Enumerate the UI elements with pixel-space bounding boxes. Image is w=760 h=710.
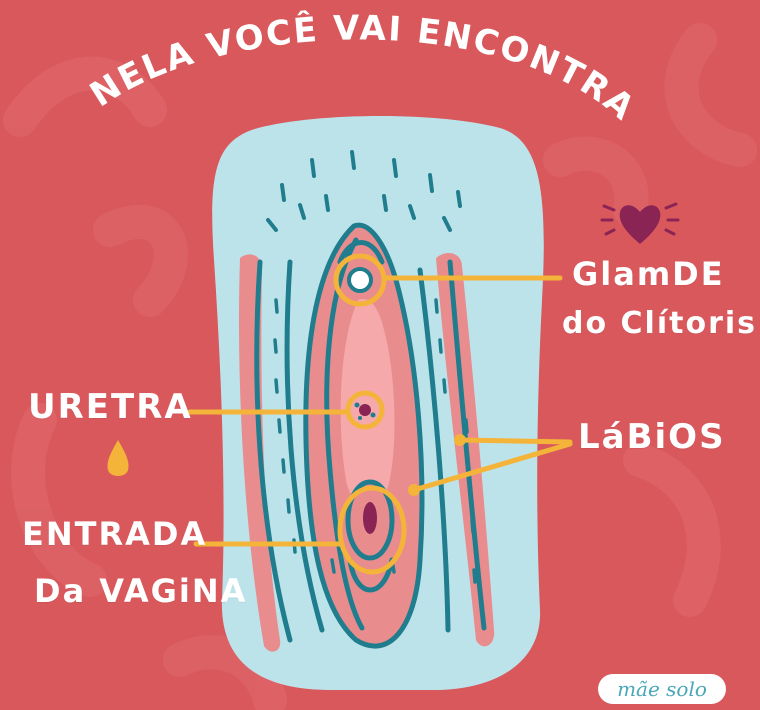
labia-pointer-dot [454, 434, 466, 446]
label-glande-line2: do Clítoris [562, 306, 757, 341]
urethra [354, 402, 376, 420]
label-uretra: URETRA [28, 387, 193, 427]
label-entrada-line2: Da VAGiNA [34, 572, 248, 610]
labia-outlines [254, 259, 487, 643]
vestibule [340, 299, 395, 507]
background-swirls [3, 23, 757, 710]
vaginal-opening-inner [363, 502, 377, 534]
heart-icon [600, 202, 680, 244]
label-entrada-line1: ENTRADA [22, 515, 208, 553]
drop-icon [107, 440, 129, 476]
brand-logo: mãe solo [598, 674, 726, 704]
pointer-lines [187, 253, 573, 575]
clitoral-hood [337, 240, 385, 265]
hair-marks [266, 150, 462, 232]
perineum-line [347, 557, 395, 593]
label-glande-line1: GlamDE [572, 255, 725, 293]
label-labios: LáBiOS [578, 417, 726, 457]
labia-pointer-dot-2 [408, 484, 420, 496]
clitoris-glans [347, 267, 373, 293]
